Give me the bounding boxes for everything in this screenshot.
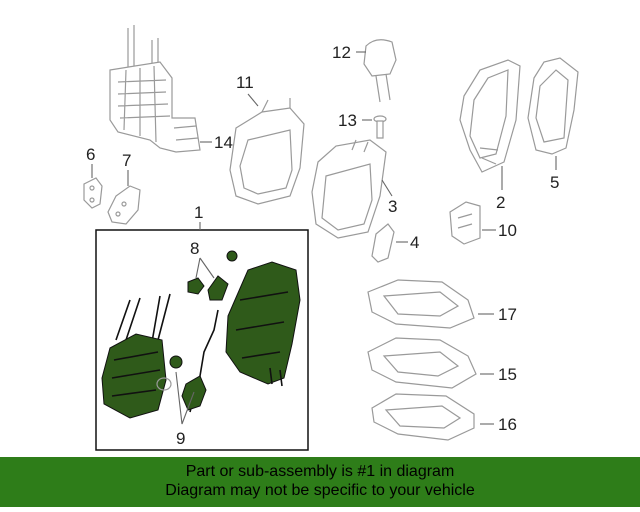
- callout-3: 3: [388, 197, 397, 216]
- notice-line-2: Diagram may not be specific to your vehi…: [165, 482, 475, 499]
- notice-banner: Part or sub-assembly is #1 in diagram Di…: [0, 457, 640, 507]
- callout-11: 11: [236, 73, 254, 92]
- part-11-back-cushion[interactable]: [229, 98, 305, 205]
- parts-diagram: 14 6 7 11 12 13 3: [83, 25, 579, 451]
- callout-13: 13: [338, 111, 357, 130]
- part-6-bracket[interactable]: [83, 177, 103, 209]
- assembly-1-frame-left[interactable]: [101, 293, 171, 419]
- callout-1: 1: [194, 203, 203, 222]
- callout-7: 7: [122, 151, 131, 170]
- part-2-back-panel[interactable]: [459, 59, 521, 173]
- part-5-back-board[interactable]: [527, 57, 579, 155]
- part-3-back-cover[interactable]: [311, 139, 387, 239]
- part-13-guide[interactable]: [373, 115, 387, 139]
- part-14-seat-frame[interactable]: [109, 25, 201, 153]
- assembly-1-box: [95, 229, 309, 451]
- callout-16: 16: [498, 415, 517, 434]
- part-4-trim[interactable]: [371, 223, 395, 263]
- callout-10: 10: [498, 221, 517, 240]
- callout-4: 4: [410, 233, 419, 252]
- part-16-cushion-frame[interactable]: [371, 393, 475, 441]
- part-10-module[interactable]: [449, 201, 481, 245]
- part-7-cover[interactable]: [107, 185, 141, 225]
- notice-line-1: Part or sub-assembly is #1 in diagram: [185, 463, 455, 480]
- part-12-headrest[interactable]: [363, 39, 397, 103]
- callout-2: 2: [496, 193, 505, 212]
- callout-8: 8: [190, 239, 199, 258]
- part-15-cushion-pad[interactable]: [367, 337, 477, 389]
- callout-9: 9: [176, 429, 185, 448]
- part-17-cushion-cover[interactable]: [367, 279, 475, 329]
- part-9-components[interactable]: [156, 355, 183, 391]
- callout-14: 14: [214, 133, 233, 152]
- assembly-1-cable[interactable]: [181, 309, 219, 413]
- part-8-components[interactable]: [187, 250, 238, 301]
- assembly-1-seat-back-frame[interactable]: [225, 261, 301, 387]
- callout-6: 6: [86, 145, 95, 164]
- callout-15: 15: [498, 365, 517, 384]
- callout-17: 17: [498, 305, 517, 324]
- callout-5: 5: [550, 173, 559, 192]
- callout-12: 12: [332, 43, 351, 62]
